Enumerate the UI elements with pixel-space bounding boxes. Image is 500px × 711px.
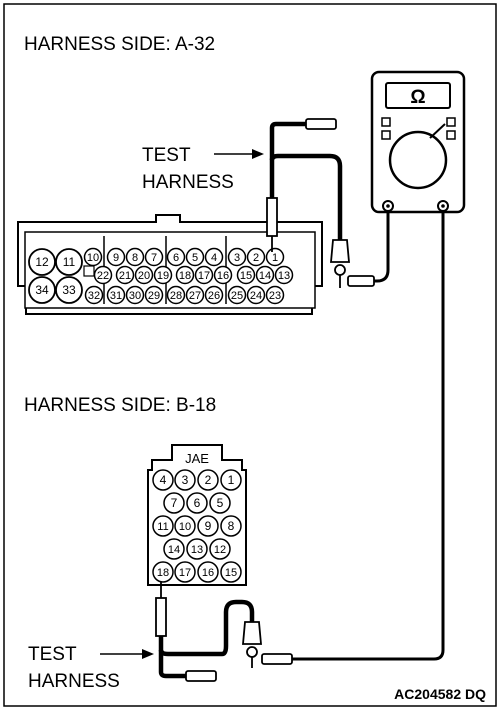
pin-a-1: 1 (272, 252, 278, 264)
pin-a-3: 3 (234, 252, 240, 264)
pin-b-5: 5 (217, 496, 224, 510)
test-harness-1 (266, 118, 375, 288)
pin-a-32: 32 (88, 290, 100, 302)
pin-a-21: 21 (119, 270, 131, 282)
test-label-1: TEST (142, 145, 191, 166)
pin-a-7: 7 (151, 252, 157, 264)
pin-a-19: 19 (157, 270, 169, 282)
pin-a-30: 30 (129, 290, 141, 302)
pin-a-10: 10 (87, 252, 99, 264)
pin-a-9: 9 (113, 252, 119, 264)
pin-a-24: 24 (250, 290, 262, 302)
pin-a-26: 26 (208, 290, 220, 302)
pin-b-18: 18 (157, 567, 169, 579)
ohmmeter-dial (388, 130, 448, 190)
ohm-symbol: Ω (410, 87, 425, 108)
pin-a-34: 34 (35, 283, 49, 297)
harness-side-a-label: HARNESS SIDE: A-32 (24, 34, 215, 55)
jae-label: JAE (185, 451, 209, 466)
arrow-head-2 (142, 649, 154, 659)
pin-a-31: 31 (110, 290, 122, 302)
pin-b-6: 6 (194, 496, 201, 510)
harness-side-b-label: HARNESS SIDE: B-18 (24, 395, 216, 416)
pin-a-22: 22 (97, 270, 109, 282)
pin-a-29: 29 (148, 290, 160, 302)
arrow-head-1 (252, 149, 264, 159)
pin-a-18: 18 (179, 270, 191, 282)
meter-lead-left (374, 211, 390, 283)
pin-b-11: 11 (157, 521, 168, 533)
connector-a32-large-pins: 12 11 34 33 (28, 248, 83, 304)
pin-b-2: 2 (205, 473, 212, 487)
pin-a-12: 12 (35, 255, 49, 269)
connector-b18-pins: 4 3 2 1 7 6 5 11 10 9 8 14 13 12 18 17 (152, 469, 242, 583)
pin-a-13: 13 (278, 270, 290, 282)
pin-b-12: 12 (214, 544, 226, 556)
test-harness-2 (155, 582, 293, 682)
pin-a-5: 5 (192, 252, 198, 264)
figure-code: AC204582 DQ (394, 686, 486, 702)
pin-b-7: 7 (171, 496, 178, 510)
connector-a32-small-pins: 10 9 8 7 6 5 4 3 2 1 22 21 20 19 18 17 1… (83, 247, 294, 305)
pin-b-9: 9 (205, 519, 212, 533)
pin-a-20: 20 (138, 270, 150, 282)
pin-a-15: 15 (240, 270, 252, 282)
pin-b-14: 14 (168, 544, 180, 556)
meter-lead-right (292, 211, 445, 661)
pin-b-13: 13 (191, 544, 203, 556)
pin-a-17: 17 (198, 270, 210, 282)
pin-b-15: 15 (225, 567, 237, 579)
pin-a-25: 25 (231, 290, 243, 302)
pin-b-4: 4 (160, 473, 167, 487)
harness-label-1: HARNESS (142, 172, 234, 193)
harness-label-2: HARNESS (28, 671, 120, 692)
pin-a-33: 33 (62, 283, 76, 297)
pin-b-16: 16 (202, 567, 214, 579)
pin-a-4: 4 (211, 252, 217, 264)
pin-a-6: 6 (173, 252, 179, 264)
pin-b-3: 3 (182, 473, 189, 487)
pin-a-28: 28 (170, 290, 182, 302)
pin-a-11: 11 (63, 255, 76, 269)
test-label-2: TEST (28, 644, 77, 665)
pin-a-27: 27 (189, 290, 201, 302)
pin-a-23: 23 (269, 290, 281, 302)
pin-b-10: 10 (179, 521, 191, 533)
pin-b-17: 17 (179, 567, 191, 579)
pin-a-2: 2 (253, 252, 259, 264)
diagram-frame (3, 3, 497, 707)
pin-b-1: 1 (228, 473, 235, 487)
pin-b-8: 8 (228, 519, 235, 533)
ohmmeter: Ω (370, 70, 466, 214)
pin-a-14: 14 (259, 270, 271, 282)
pin-a-16: 16 (217, 270, 229, 282)
pin-a-8: 8 (132, 252, 138, 264)
